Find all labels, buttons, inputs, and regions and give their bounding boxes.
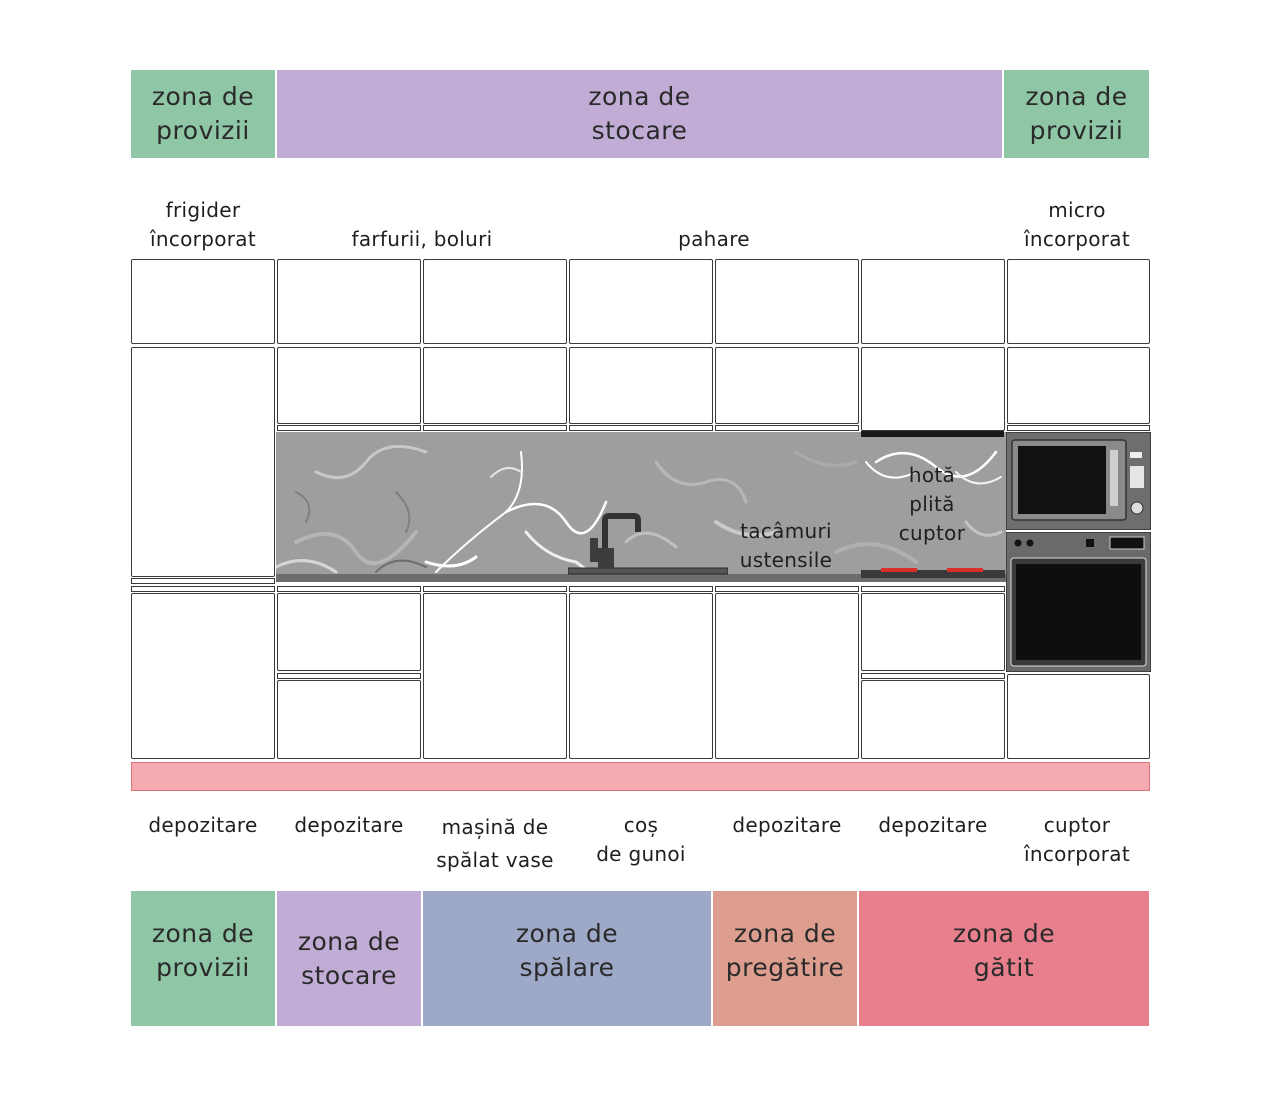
lower-strip bbox=[277, 673, 421, 679]
bottom-label-depozitare: depozitare bbox=[732, 813, 842, 837]
upper-cabinet bbox=[715, 259, 859, 344]
bottom-label-masina: mașină de spălat vase bbox=[436, 815, 554, 872]
upper-cabinet bbox=[569, 259, 713, 344]
bottom-zone-label: zona de stocare bbox=[297, 926, 401, 990]
lower-cabinet bbox=[131, 593, 275, 759]
lower-strip bbox=[423, 586, 567, 592]
fridge-top-cabinet bbox=[131, 259, 275, 344]
bottom-zone-label: zona de provizii bbox=[151, 918, 255, 982]
cooktop-icon bbox=[861, 568, 1005, 578]
hood-icon bbox=[861, 431, 1004, 437]
cabinet-strip bbox=[277, 425, 421, 431]
lower-strip bbox=[277, 586, 421, 592]
fridge-door bbox=[131, 347, 275, 577]
bottom-zone-stocare: zona de stocare bbox=[277, 891, 421, 1026]
label-micro: micro încorporat bbox=[1024, 198, 1130, 251]
upper-cabinet bbox=[861, 259, 1005, 344]
top-zone-stocare: zona de stocare bbox=[277, 70, 1002, 158]
label-hota: hotă plită cuptor bbox=[898, 463, 966, 545]
bottom-zone-label: zona de spălare bbox=[515, 918, 619, 982]
label-pahare: pahare bbox=[678, 227, 750, 251]
top-zone-label: zona de provizii bbox=[1025, 82, 1128, 145]
plinth-strip bbox=[131, 762, 1150, 791]
top-zone-label: zona de provizii bbox=[151, 82, 255, 145]
lower-drawer bbox=[861, 593, 1005, 671]
lower-cabinet bbox=[715, 593, 859, 759]
bottom-label-depozitare: depozitare bbox=[878, 813, 988, 837]
top-zone-provizii-right: zona de provizii bbox=[1004, 70, 1149, 158]
lower-drawer bbox=[277, 593, 421, 671]
upper-cabinet bbox=[423, 259, 567, 344]
upper-cabinet bbox=[1007, 347, 1150, 424]
oven-icon bbox=[1006, 532, 1151, 672]
upper-cabinet bbox=[277, 259, 421, 344]
cabinet-strip bbox=[715, 425, 859, 431]
oven-base-drawer bbox=[1007, 674, 1150, 759]
fridge-strip bbox=[131, 578, 275, 584]
upper-cabinet bbox=[861, 347, 1005, 431]
top-zone-label: zona de stocare bbox=[588, 82, 691, 145]
bin-cabinet bbox=[569, 593, 713, 759]
faucet-icon bbox=[568, 513, 728, 575]
bottom-label-cos: coș de gunoi bbox=[596, 813, 686, 866]
label-frigider: frigider încorporat bbox=[150, 198, 256, 251]
bottom-zone-spalare: zona de spălare bbox=[423, 891, 711, 1026]
bottom-zone-label: zona de gătit bbox=[952, 918, 1056, 982]
dishwasher-door bbox=[423, 593, 567, 759]
bottom-zone-label: zona de pregătire bbox=[725, 918, 845, 982]
upper-cabinet bbox=[1007, 259, 1150, 344]
bottom-label-depozitare: depozitare bbox=[294, 813, 404, 837]
upper-cabinet bbox=[569, 347, 713, 424]
top-zone-provizii-left: zona de provizii bbox=[131, 70, 275, 158]
lower-strip bbox=[861, 673, 1005, 679]
microwave-icon bbox=[1006, 432, 1151, 530]
upper-cabinet bbox=[715, 347, 859, 424]
bottom-zone-pregatire: zona de pregătire bbox=[713, 891, 857, 1026]
lower-drawer bbox=[861, 680, 1005, 759]
bottom-label-cuptor: cuptor încorporat bbox=[1024, 813, 1130, 866]
lower-drawer bbox=[277, 680, 421, 759]
label-tacamuri: tacâmuri ustensile bbox=[739, 519, 833, 572]
bottom-zone-provizii: zona de provizii bbox=[131, 891, 275, 1026]
cabinet-strip bbox=[569, 425, 713, 431]
label-farfurii: farfurii, boluri bbox=[351, 227, 493, 251]
cabinet-strip bbox=[1007, 425, 1150, 431]
upper-cabinet bbox=[423, 347, 567, 424]
lower-strip bbox=[715, 586, 859, 592]
lower-strip bbox=[569, 586, 713, 592]
bottom-zone-gatit: zona de gătit bbox=[859, 891, 1149, 1026]
cabinet-strip bbox=[423, 425, 567, 431]
marble-backsplash bbox=[276, 432, 1006, 582]
lower-strip bbox=[861, 586, 1005, 592]
upper-cabinet bbox=[277, 347, 421, 424]
bottom-label-depozitare: depozitare bbox=[148, 813, 258, 837]
lower-strip bbox=[131, 586, 275, 592]
